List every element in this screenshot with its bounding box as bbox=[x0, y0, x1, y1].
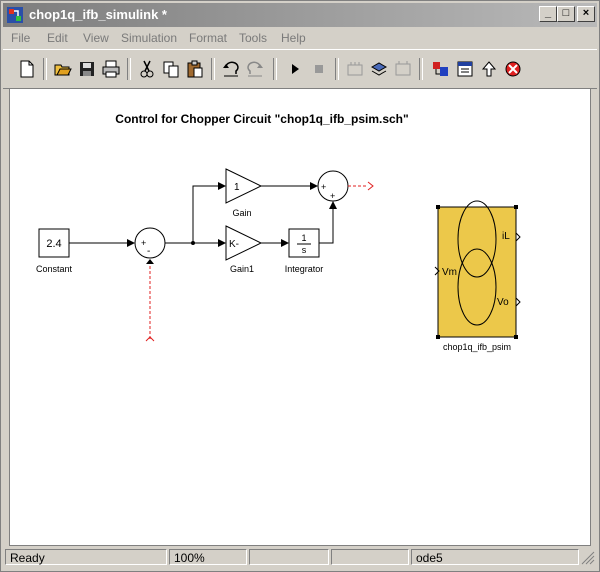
diagram-title: Control for Chopper Circuit "chop1q_ifb_… bbox=[115, 112, 408, 126]
minimize-button[interactable]: _ bbox=[539, 6, 557, 22]
copy-icon[interactable] bbox=[161, 59, 181, 79]
psim-port-il: iL bbox=[502, 231, 510, 242]
integrator-label: Integrator bbox=[285, 264, 324, 274]
title-bar[interactable]: chop1q_ifb_simulink * _ □ × bbox=[3, 3, 597, 27]
integrator-denominator: s bbox=[302, 245, 307, 255]
unconnected-lines[interactable] bbox=[149, 185, 368, 339]
sum2-plus-left: + bbox=[321, 182, 326, 192]
gain1-value: K- bbox=[229, 239, 239, 250]
open-input-end-icon bbox=[145, 336, 155, 342]
branch-point bbox=[191, 241, 195, 245]
status-empty-2 bbox=[331, 549, 409, 565]
resize-grip-icon[interactable] bbox=[581, 551, 595, 565]
menu-help[interactable]: Help bbox=[281, 31, 306, 45]
open-folder-icon[interactable] bbox=[53, 59, 73, 79]
psim-port-vo: Vo bbox=[497, 297, 509, 308]
sum1-minus-sign: - bbox=[147, 246, 150, 257]
psim-port-vm: Vm bbox=[442, 267, 457, 278]
menu-view[interactable]: View bbox=[83, 31, 109, 45]
build-icon[interactable] bbox=[345, 59, 365, 79]
block-diagram[interactable]: Control for Chopper Circuit "chop1q_ifb_… bbox=[10, 89, 590, 545]
go-to-parent-icon[interactable] bbox=[479, 59, 499, 79]
gain-value: 1 bbox=[234, 182, 240, 193]
print-icon[interactable] bbox=[101, 59, 121, 79]
menu-edit[interactable]: Edit bbox=[47, 31, 68, 45]
psim-block-label: chop1q_ifb_psim bbox=[443, 342, 511, 352]
library-browser-icon[interactable] bbox=[431, 59, 451, 79]
model-canvas[interactable]: Control for Chopper Circuit "chop1q_ifb_… bbox=[9, 88, 591, 546]
toolbar-separator bbox=[127, 58, 131, 80]
psim-block-symbol-icon bbox=[457, 200, 497, 326]
status-empty-1 bbox=[249, 549, 329, 565]
menu-file[interactable]: File bbox=[11, 31, 31, 45]
integrator-block[interactable] bbox=[288, 228, 320, 258]
status-solver: ode5 bbox=[411, 549, 579, 565]
port-out-il-icon bbox=[515, 232, 521, 242]
integrator-numerator: 1 bbox=[301, 233, 306, 243]
port-out-vo-icon bbox=[515, 297, 521, 307]
toolbar-separator bbox=[419, 58, 423, 80]
selection-handles bbox=[436, 205, 518, 339]
model-explorer-icon[interactable] bbox=[455, 59, 475, 79]
constant-value: 2.4 bbox=[46, 238, 61, 250]
sum1-plus-sign: + bbox=[141, 238, 146, 248]
build-subsystem-icon[interactable] bbox=[393, 59, 413, 79]
paste-icon[interactable] bbox=[185, 59, 205, 79]
gain-block[interactable] bbox=[225, 168, 263, 204]
constant-block[interactable] bbox=[38, 228, 70, 258]
stop-icon[interactable] bbox=[309, 59, 329, 79]
cut-icon[interactable] bbox=[137, 59, 157, 79]
status-zoom: 100% bbox=[169, 549, 247, 565]
port-in-icon bbox=[434, 266, 440, 276]
maximize-button[interactable]: □ bbox=[557, 6, 575, 22]
status-bar: Ready 100% ode5 bbox=[3, 547, 597, 569]
debug-icon[interactable] bbox=[503, 59, 523, 79]
save-icon[interactable] bbox=[77, 59, 97, 79]
gain-label: Gain bbox=[232, 208, 251, 218]
simulink-app-icon bbox=[7, 7, 23, 23]
toolbar-separator bbox=[335, 58, 339, 80]
undo-icon[interactable] bbox=[221, 59, 241, 79]
new-file-icon[interactable] bbox=[17, 59, 37, 79]
gain1-block[interactable] bbox=[225, 225, 263, 261]
toolbar bbox=[3, 49, 597, 89]
menu-tools[interactable]: Tools bbox=[239, 31, 268, 45]
menu-simulation[interactable]: Simulation bbox=[121, 31, 178, 45]
toolbar-separator bbox=[273, 58, 277, 80]
status-state: Ready bbox=[5, 549, 167, 565]
feedback-arrow-icon bbox=[146, 259, 154, 264]
menu-format[interactable]: Format bbox=[189, 31, 228, 45]
constant-label: Constant bbox=[36, 264, 73, 274]
sum2-plus-bottom: + bbox=[330, 191, 335, 201]
gain1-label: Gain1 bbox=[230, 264, 254, 274]
menu-bar: File Edit View Simulation Format Tools H… bbox=[3, 28, 597, 48]
window-title: chop1q_ifb_simulink * bbox=[29, 7, 167, 22]
toolbar-separator bbox=[211, 58, 215, 80]
update-diagram-icon[interactable] bbox=[369, 59, 389, 79]
play-icon[interactable] bbox=[285, 59, 305, 79]
toolbar-separator bbox=[43, 58, 47, 80]
open-output-arrow-icon bbox=[367, 181, 374, 191]
close-button[interactable]: × bbox=[577, 6, 595, 22]
redo-icon[interactable] bbox=[245, 59, 265, 79]
